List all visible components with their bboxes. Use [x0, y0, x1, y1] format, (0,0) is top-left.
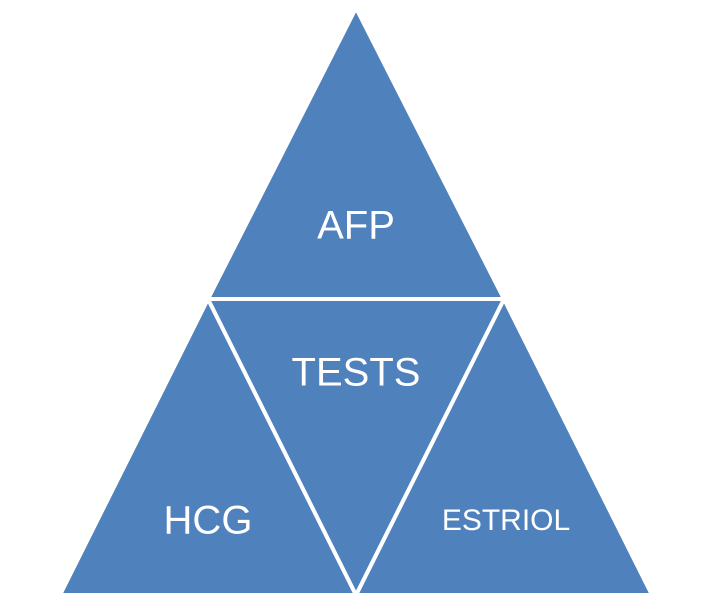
bottom-right-label: ESTRIOL: [442, 504, 570, 537]
bottom-left-label: HCG: [164, 499, 253, 543]
top-triangle: [204, 3, 508, 301]
center-triangle: [204, 297, 508, 600]
top-label: AFP: [317, 204, 395, 248]
center-label: TESTS: [292, 351, 421, 395]
